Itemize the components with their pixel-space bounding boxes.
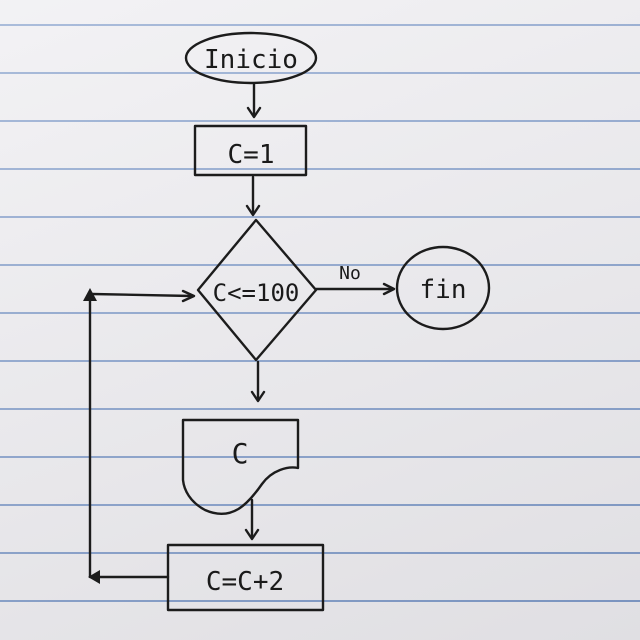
- output-label: C: [232, 437, 249, 470]
- end-ellipse: [395, 245, 491, 331]
- arrow-no-to-end: No: [314, 263, 396, 296]
- start-ellipse: [184, 31, 318, 85]
- start-node: Inicio: [184, 31, 318, 85]
- loop-back-arrow: [83, 288, 196, 584]
- output-document-shape: [181, 418, 300, 516]
- increment-node: C=C+2: [166, 543, 325, 612]
- end-node: fin: [395, 245, 491, 331]
- init-box: [193, 124, 308, 177]
- output-node: C: [181, 418, 300, 516]
- start-label: Inicio: [204, 45, 298, 75]
- arrow-start-to-init: [246, 82, 262, 119]
- init-label: C=1: [228, 140, 275, 170]
- decision-diamond: [196, 218, 318, 362]
- increment-label: C=C+2: [206, 567, 284, 597]
- arrow-decision-to-output: [250, 360, 266, 403]
- init-node: C=1: [193, 124, 308, 177]
- decision-node: C<=100: [196, 218, 318, 362]
- arrow-init-to-decision: [245, 175, 261, 217]
- end-label: fin: [420, 275, 467, 305]
- arrow-output-to-increment: [244, 498, 260, 541]
- no-branch-label: No: [339, 263, 361, 284]
- decision-label: C<=100: [213, 279, 300, 307]
